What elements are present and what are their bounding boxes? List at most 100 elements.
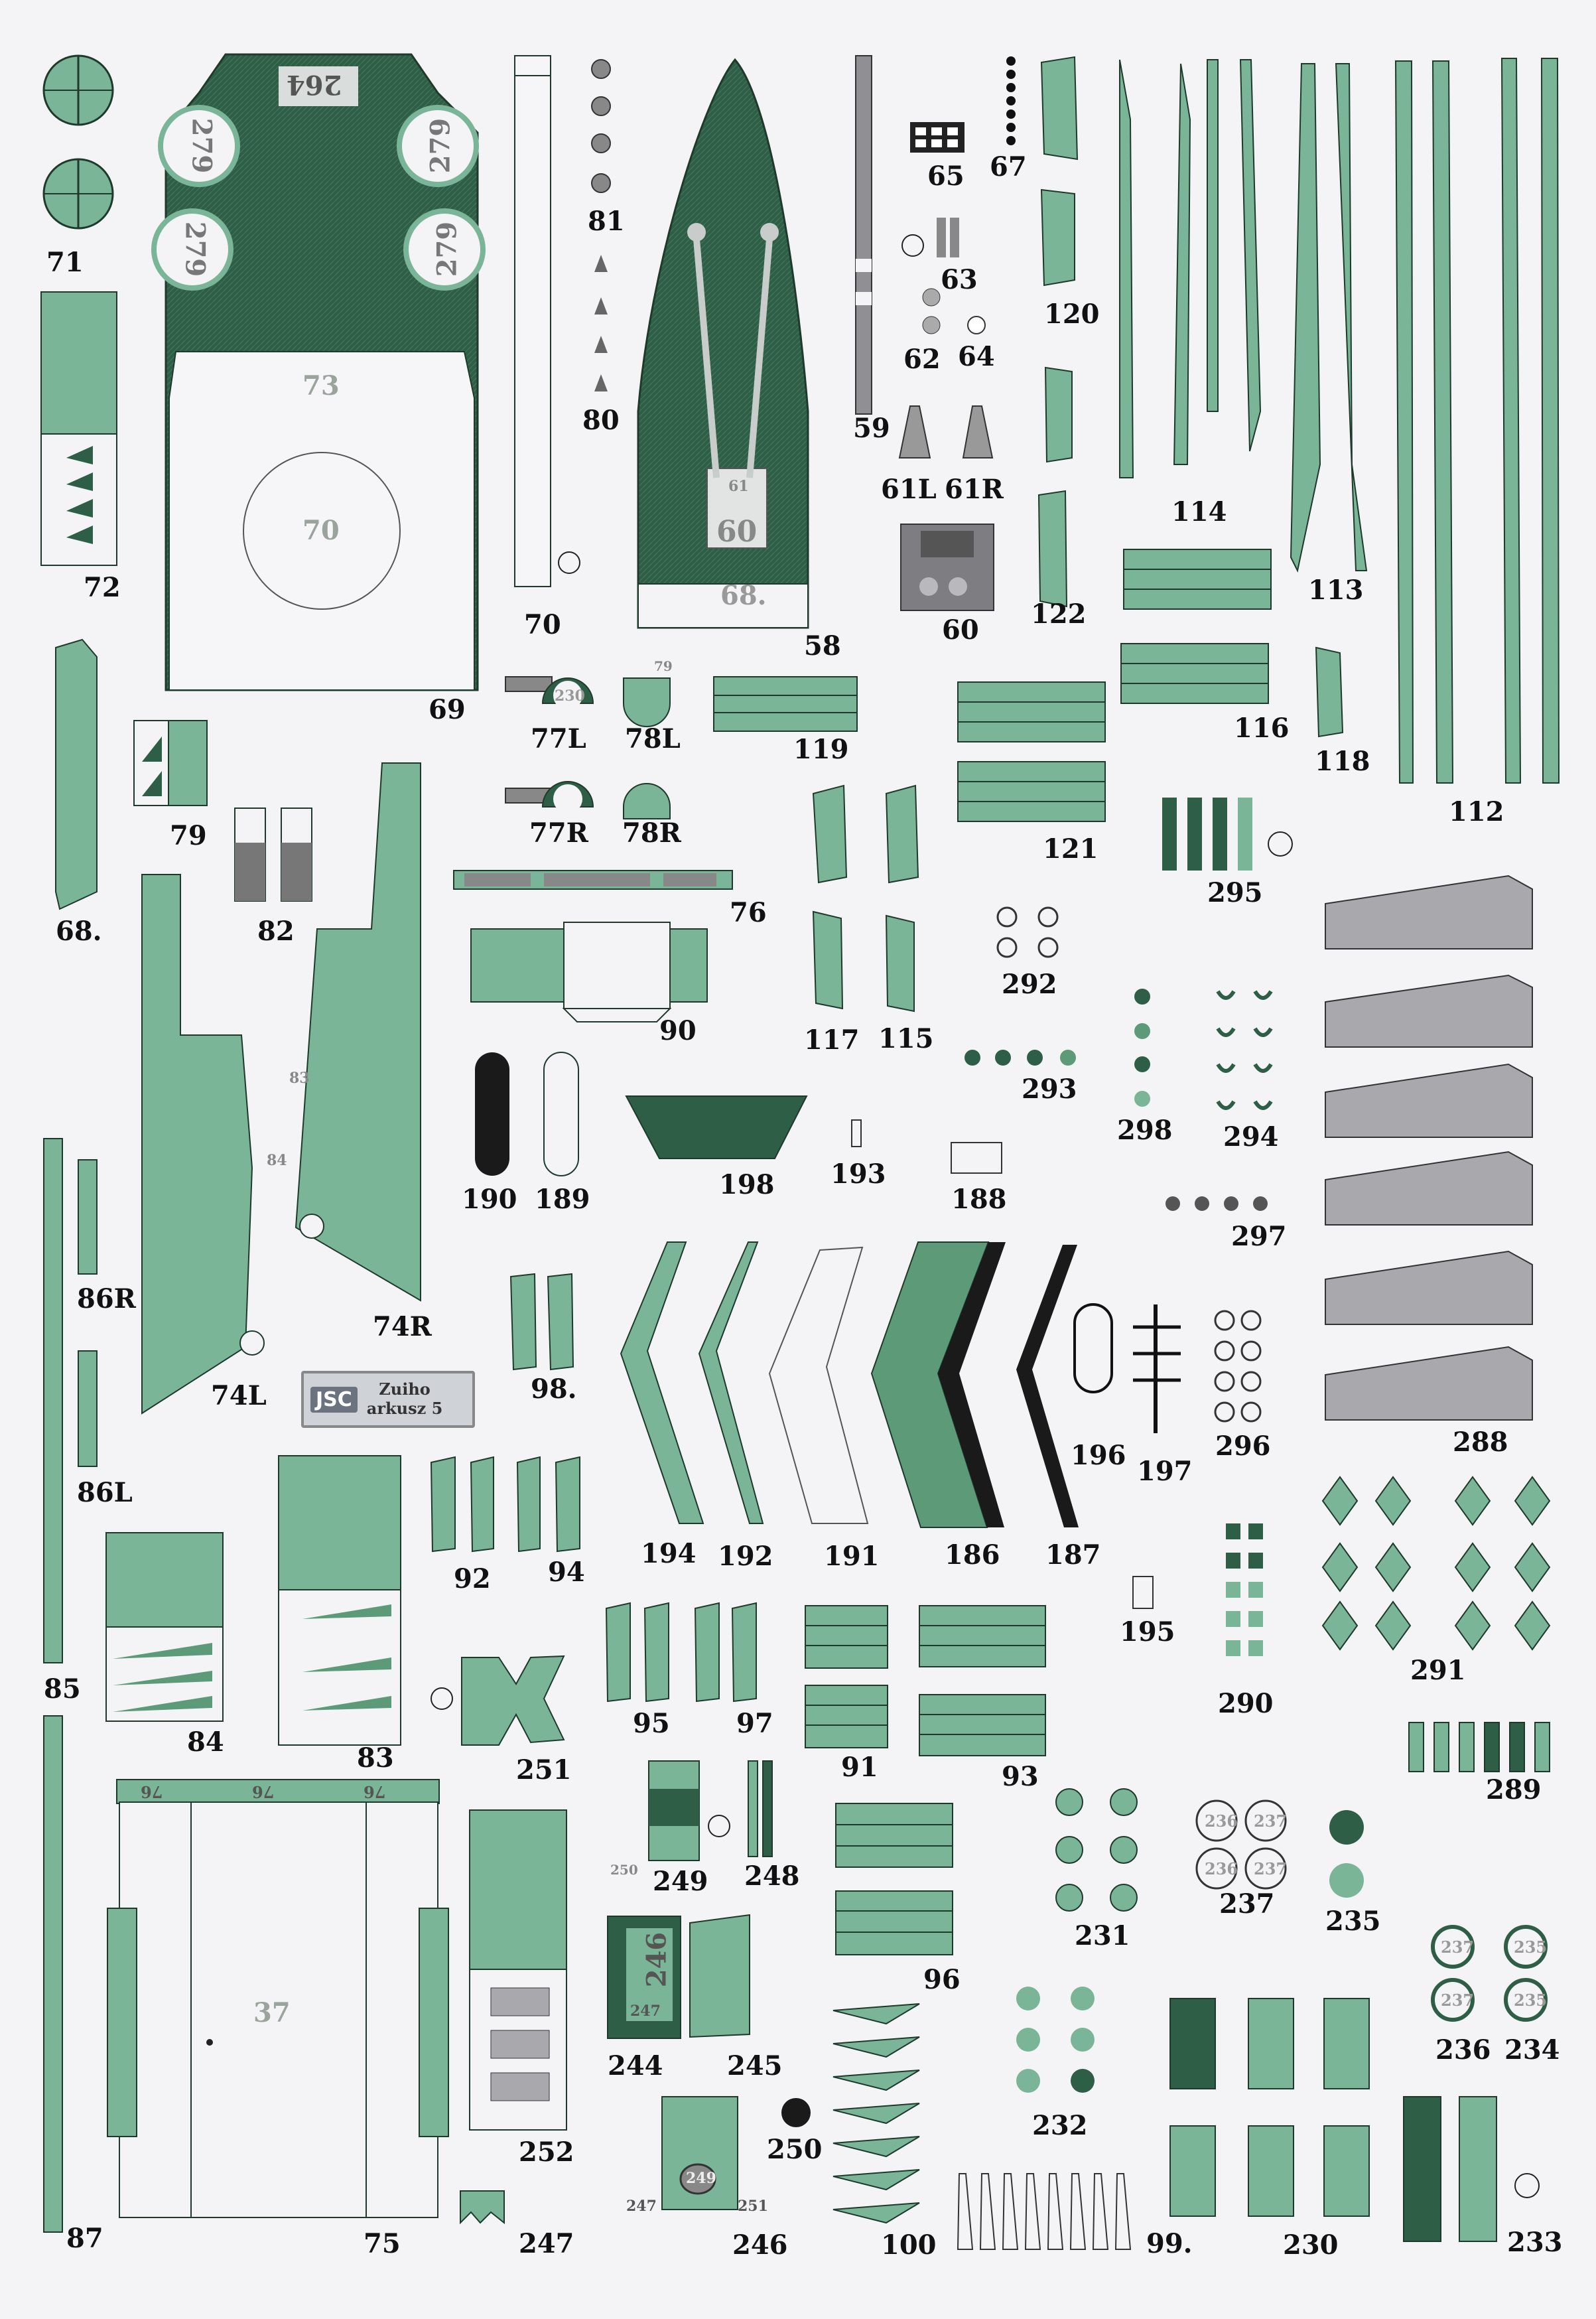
- inner-label-68: 68.: [720, 580, 767, 611]
- inner-label-230: 230: [555, 687, 585, 705]
- part-233: [1403, 2096, 1540, 2242]
- label-71: 71: [46, 247, 84, 278]
- inner-label-83: 83: [289, 1070, 310, 1087]
- part-196-197: [1073, 1303, 1181, 1433]
- label-290: 290: [1218, 1688, 1274, 1719]
- label-197: 197: [1137, 1456, 1193, 1487]
- label-292: 292: [1002, 969, 1057, 1000]
- label-61r: 61R: [945, 474, 1004, 505]
- label-78r: 78R: [622, 817, 681, 849]
- label-248: 248: [744, 1861, 800, 1892]
- part-58: [637, 58, 809, 629]
- label-235: 235: [1325, 1906, 1381, 1937]
- label-188: 188: [951, 1184, 1007, 1215]
- label-198: 198: [719, 1169, 775, 1200]
- label-82: 82: [257, 916, 295, 947]
- label-116: 116: [1234, 713, 1290, 744]
- publisher-logo: JSC: [310, 1386, 358, 1413]
- label-98: 98.: [531, 1373, 577, 1405]
- label-297: 297: [1231, 1221, 1287, 1252]
- part-252: [469, 1809, 567, 2131]
- label-100: 100: [881, 2229, 937, 2261]
- label-119: 119: [793, 734, 849, 765]
- label-76: 76: [730, 897, 767, 928]
- inner-label-70: 70: [302, 515, 340, 546]
- part-290: [1226, 1523, 1263, 1656]
- inner-label-237b: 237: [1254, 1859, 1288, 1878]
- part-96: [835, 1803, 953, 1955]
- part-61-60: [898, 405, 994, 611]
- label-236: 236: [1435, 2034, 1491, 2066]
- label-96: 96: [923, 1964, 961, 1995]
- label-86r: 86R: [77, 1283, 136, 1314]
- label-65: 65: [927, 161, 964, 192]
- label-245: 245: [727, 2050, 783, 2081]
- inner-label-250: 250: [610, 1862, 638, 1878]
- label-112: 112: [1449, 796, 1504, 827]
- label-186: 186: [945, 1539, 1000, 1571]
- part-195: [1132, 1576, 1154, 1609]
- label-247: 247: [519, 2228, 574, 2259]
- label-58: 58: [804, 630, 841, 662]
- inner-label-279c: 279: [179, 221, 211, 277]
- label-191: 191: [824, 1541, 880, 1572]
- inner-label-235a: 235: [1514, 1937, 1548, 1957]
- inner-label-37: 37: [253, 1997, 291, 2028]
- part-76: [453, 870, 733, 890]
- label-246: 246: [732, 2229, 788, 2261]
- label-251: 251: [516, 1754, 572, 1786]
- label-195: 195: [1120, 1616, 1175, 1648]
- part-114-113-112: [1119, 58, 1560, 784]
- model-name: Zuiho: [379, 1379, 431, 1399]
- part-84-83: [105, 1455, 401, 1746]
- part-293-298-297: [964, 989, 1268, 1211]
- label-69: 69: [429, 694, 466, 725]
- inner-label-237c: 237: [1441, 1937, 1475, 1957]
- inner-label-246: 246: [641, 1932, 673, 1988]
- label-94: 94: [548, 1557, 585, 1588]
- inner-label-264: 264: [287, 69, 342, 100]
- label-118: 118: [1315, 746, 1370, 777]
- part-236-234: [1431, 1925, 1548, 2022]
- part-71: [42, 54, 114, 230]
- part-77-78: [505, 676, 671, 819]
- inner-label-236a: 236: [1205, 1811, 1238, 1831]
- part-231-237: [1055, 1788, 1364, 1912]
- inner-label-249: 249: [686, 2170, 716, 2187]
- part-81-80: [591, 59, 611, 391]
- label-95: 95: [633, 1708, 670, 1739]
- label-233: 233: [1507, 2227, 1563, 2258]
- label-114: 114: [1171, 496, 1227, 527]
- label-252: 252: [519, 2137, 574, 2168]
- label-64: 64: [958, 341, 995, 372]
- inner-label-76b: 76: [252, 1782, 275, 1801]
- part-69: [151, 53, 486, 691]
- label-122: 122: [1031, 598, 1087, 630]
- inner-label-279d: 279: [431, 221, 463, 277]
- inner-label-247: 247: [630, 2003, 661, 2020]
- label-90: 90: [659, 1015, 697, 1046]
- part-82: [234, 808, 312, 902]
- label-234: 234: [1504, 2034, 1560, 2066]
- sheet-caption: Zuiho arkusz 5: [366, 1379, 443, 1419]
- part-79: [133, 720, 208, 806]
- label-72: 72: [84, 572, 121, 603]
- part-92-97: [430, 1456, 757, 1703]
- label-187: 187: [1045, 1539, 1101, 1571]
- label-83: 83: [357, 1742, 394, 1774]
- label-237: 237: [1219, 1888, 1275, 1920]
- part-288: [1325, 875, 1533, 1421]
- label-189: 189: [535, 1184, 590, 1215]
- label-288: 288: [1453, 1427, 1508, 1458]
- part-291: [1321, 1476, 1551, 1651]
- sheet-number: arkusz 5: [366, 1399, 443, 1418]
- label-77l: 77L: [531, 723, 586, 754]
- inner-label-279a: 279: [186, 117, 218, 174]
- part-99: [957, 2173, 1132, 2250]
- label-250: 250: [767, 2134, 823, 2165]
- inner-label-279b: 279: [425, 117, 456, 174]
- inner-label-60: 60: [716, 515, 758, 549]
- label-92: 92: [454, 1563, 491, 1594]
- part-68: [55, 638, 98, 910]
